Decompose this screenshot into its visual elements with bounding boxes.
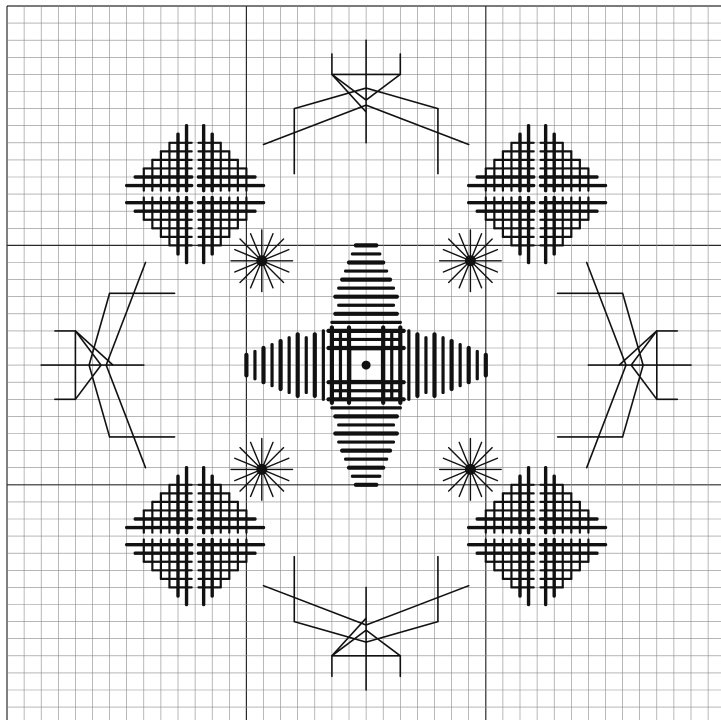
center-dot [362, 361, 371, 370]
star-center [465, 255, 476, 266]
star-center [256, 255, 267, 266]
star-eyelet-top-left [231, 230, 293, 292]
star-eyelet-bottom-right [440, 439, 502, 501]
star-eyelet-top-right [440, 230, 502, 292]
star-center [256, 464, 267, 475]
star-eyelet-bottom-left [231, 439, 293, 501]
star-center [465, 464, 476, 475]
